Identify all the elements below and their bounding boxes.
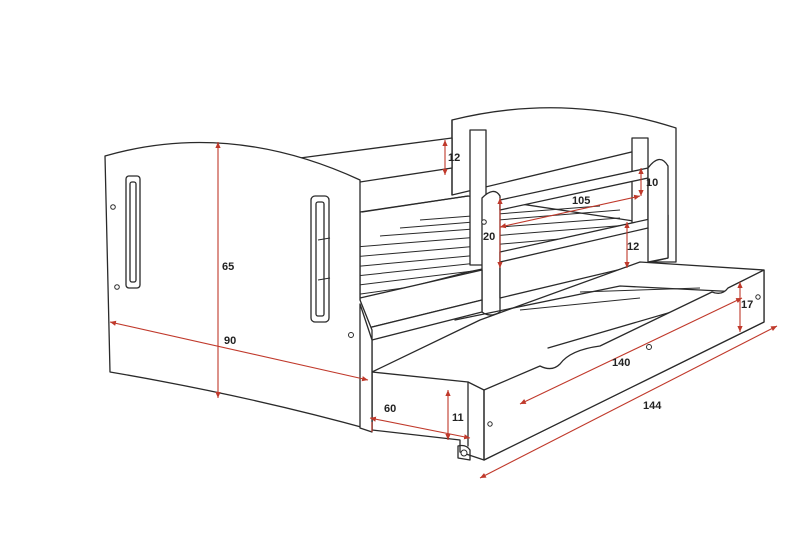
- dim-label-drawer-depth: 60: [384, 403, 396, 415]
- dim-label-rail-lower-gap: 12: [627, 241, 639, 253]
- dimension-lines: [109, 140, 778, 479]
- headboard-screw-bottom-icon: [114, 284, 120, 290]
- dim-label-rail-length: 105: [572, 195, 590, 207]
- dim-label-headboard-height: 65: [222, 261, 234, 273]
- dim-label-bed-width: 90: [224, 335, 236, 347]
- drawer-knob-left-icon: [487, 421, 493, 427]
- drawer-knob-icon: [755, 294, 761, 300]
- rail-screw-icon: [481, 219, 487, 225]
- wheel-icon: [457, 444, 471, 461]
- dim-label-floor-clearance: 11: [452, 412, 464, 424]
- dim-label-rail-gap: 10: [646, 177, 658, 189]
- headboard-screw-front-icon: [348, 332, 354, 338]
- drawer-handle-icon: [646, 344, 652, 350]
- dim-label-bed-length: 144: [643, 400, 662, 412]
- dim-label-drawer-height: 17: [741, 299, 753, 311]
- dim-label-rail-post-height: 20: [483, 231, 495, 243]
- headboard-screw-top-icon: [110, 204, 116, 210]
- dim-label-rail-height: 12: [448, 152, 460, 164]
- dimension-labels: 65 90 12 10 105 20 12 17 140 144 60 11: [222, 152, 753, 424]
- dim-label-drawer-length: 140: [612, 357, 630, 369]
